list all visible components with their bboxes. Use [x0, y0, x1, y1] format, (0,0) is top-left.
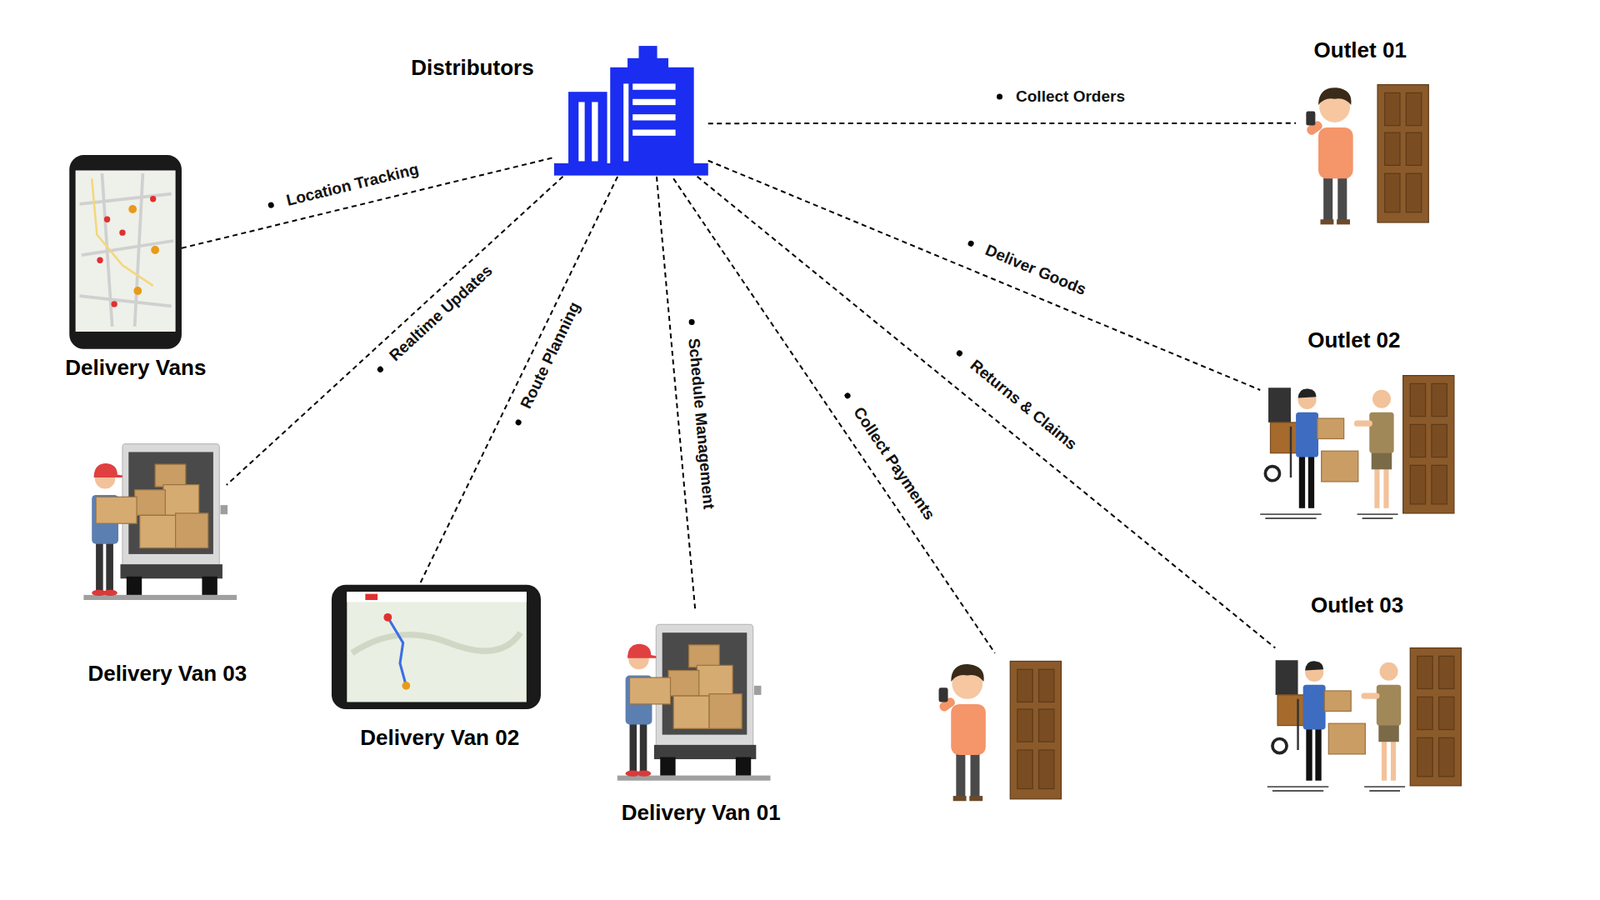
- building-icon: [554, 45, 709, 176]
- illustration-part: [591, 101, 598, 161]
- edge-label-text: Deliver Goods: [982, 241, 1089, 300]
- illustration-part: [150, 245, 160, 255]
- shopper-illustration: [937, 660, 1061, 801]
- illustration-part: [119, 230, 125, 236]
- dashed-connector: [697, 176, 1276, 649]
- dashed-connector: [181, 158, 553, 249]
- edge-label: Collect Orders: [996, 88, 1125, 106]
- edge-label: Route Planning: [510, 299, 585, 429]
- illustration-part: [75, 170, 176, 331]
- node-label: Delivery Vans: [65, 355, 206, 380]
- tablet-map-icon: [331, 585, 541, 710]
- illustration-part: [623, 83, 629, 161]
- edge-label-text: Returns & Claims: [966, 357, 1080, 455]
- edge-label: Schedule Management: [683, 318, 718, 510]
- illustration-part: [69, 155, 182, 350]
- bullet-dot: [689, 319, 696, 326]
- illustration-part: [150, 195, 156, 202]
- outlet-node: Outlet 01: [1295, 76, 1429, 223]
- van-node: Delivery Van 01: [617, 612, 771, 786]
- node-label: Outlet 01: [1314, 38, 1407, 63]
- illustration-part: [365, 594, 378, 600]
- van-node: Delivery Van 03: [83, 444, 226, 603]
- illustration-part: [387, 617, 406, 686]
- illustration-part: [91, 178, 153, 286]
- edge-label-text: Location Tracking: [285, 160, 421, 210]
- illustration-part: [110, 300, 117, 307]
- edge-label-text: Collect Orders: [1015, 88, 1125, 106]
- line-label: Collect Payments: [838, 388, 938, 524]
- illustration-part: [632, 83, 675, 90]
- distributor-node: Distributors: [551, 44, 708, 177]
- dashed-link: [673, 178, 995, 653]
- outlet-node: Outlet 02: [1260, 375, 1455, 521]
- bullet-dot: [843, 390, 852, 400]
- illustration-part: [346, 591, 527, 702]
- illustration-part: [632, 99, 675, 105]
- illustration-part: [133, 286, 142, 295]
- illustration-part: [610, 67, 694, 168]
- bullet-dot: [267, 201, 275, 209]
- illustration-part: [96, 257, 103, 264]
- illustration-part: [128, 205, 137, 214]
- illustration-part: [568, 91, 608, 168]
- dashed-connector: [708, 160, 1260, 390]
- node-label: Delivery Van 02: [360, 725, 520, 750]
- edge-label: Realtime Updates: [372, 261, 497, 378]
- edge-label: Deliver Goods: [965, 234, 1089, 300]
- illustration-part: [346, 591, 527, 602]
- line-label-text: Collect Payments: [849, 404, 938, 524]
- device-node: Delivery Vans: [69, 155, 182, 350]
- edge-label: Returns & Claims: [951, 345, 1080, 455]
- handover-illustration: [1260, 375, 1455, 519]
- illustration-part: [351, 632, 520, 653]
- van-node: Delivery Van 02: [331, 585, 541, 710]
- phone-map-icon: [69, 155, 182, 350]
- handover-illustration: [1267, 648, 1462, 791]
- node-label: Delivery Van 01: [621, 800, 781, 825]
- illustration-part: [331, 585, 541, 710]
- bullet-dot: [515, 418, 523, 426]
- illustration-part: [578, 101, 585, 161]
- shopper-illustration: [1305, 85, 1429, 225]
- node-label: Delivery Van 03: [87, 661, 247, 686]
- node-label: Distributors: [410, 55, 534, 80]
- bullet-dot: [996, 94, 1003, 100]
- edge-label: Location Tracking: [266, 160, 421, 215]
- illustration-part: [383, 613, 392, 622]
- delivery-van-illustration: [83, 444, 237, 600]
- illustration-part: [632, 114, 675, 120]
- dashed-connector: [226, 176, 564, 485]
- node-label: Outlet 03: [1310, 593, 1404, 618]
- bullet-dot: [375, 365, 385, 374]
- edge-label-text: Schedule Management: [685, 337, 718, 510]
- node-label: Outlet 02: [1307, 327, 1400, 352]
- illustration-part: [639, 45, 658, 60]
- bullet-dot: [955, 349, 965, 358]
- illustration-part: [401, 681, 410, 690]
- illustration-part: [632, 130, 675, 136]
- illustration-part: [80, 173, 175, 327]
- illustration-part: [104, 216, 110, 223]
- edge-label-text: Route Planning: [518, 299, 585, 411]
- dashed-connector: [708, 122, 1296, 125]
- dashed-connector: [419, 176, 618, 585]
- delivery-van-illustration: [617, 624, 771, 780]
- outlet-node: Outlet 03: [1265, 648, 1465, 791]
- illustration-part: [554, 163, 709, 176]
- edge-label-text: Realtime Updates: [386, 261, 497, 365]
- bullet-dot: [967, 239, 975, 247]
